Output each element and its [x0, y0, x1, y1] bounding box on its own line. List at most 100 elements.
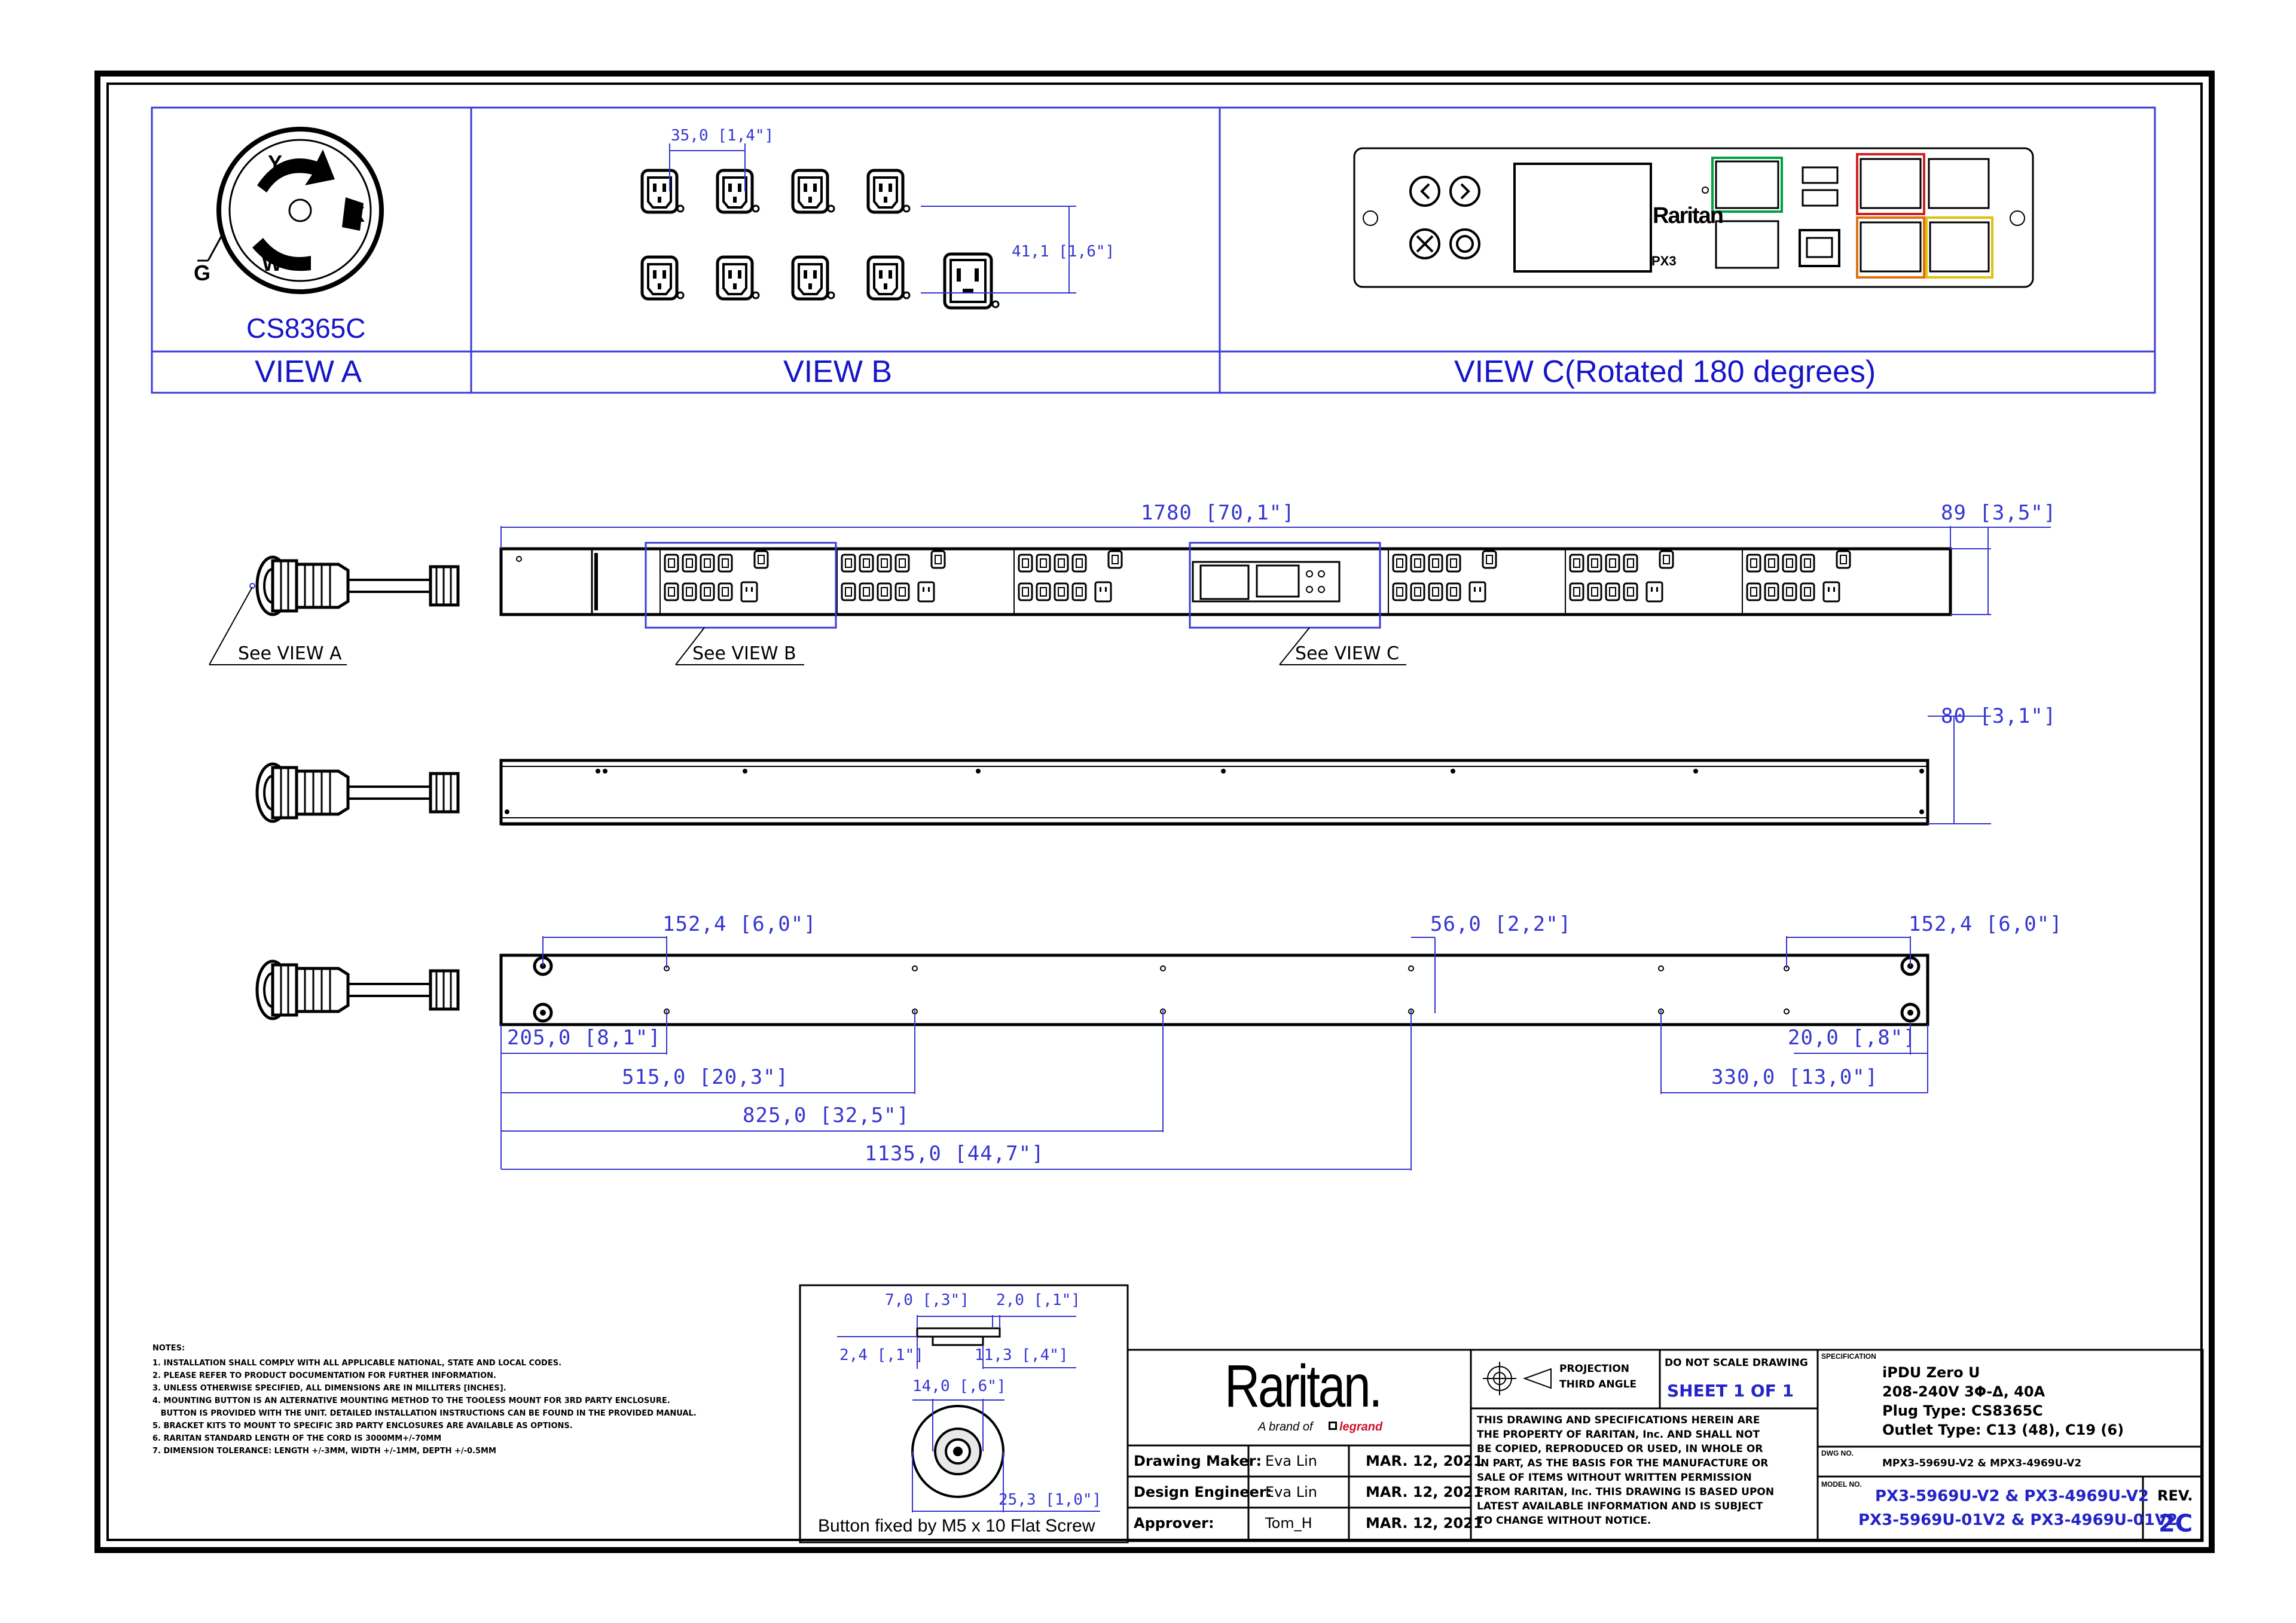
rear-dim-825: 825,0 [32,5"]: [743, 1104, 910, 1127]
disclaimer-line: THIS DRAWING AND SPECIFICATIONS HEREIN A…: [1477, 1414, 1760, 1426]
outlet-bank: [1388, 549, 1497, 615]
dwg-no-label: DWG NO.: [1821, 1449, 1854, 1457]
tagline-prefix: A brand of: [1258, 1420, 1313, 1434]
model-number-line-1: PX3-5969U-V2 & PX3-4969U-V2: [1875, 1487, 2149, 1505]
drawing-border: [106, 82, 2203, 1541]
controller-brand: Raritan: [1653, 203, 1724, 228]
approver-label: Approver:: [1134, 1515, 1214, 1532]
controller-model-mark: PX3: [1651, 253, 1677, 268]
notes-heading: NOTES:: [152, 1344, 185, 1353]
disclaimer-line: FROM RARITAN, Inc. THIS DRAWING IS BASED…: [1477, 1486, 1775, 1498]
button-dim-2: 2,0 [,1"]: [996, 1291, 1080, 1309]
outlet-group-drawing: [642, 143, 1076, 308]
note-item: 7. DIMENSION TOLERANCE: LENGTH +/-3MM, W…: [152, 1447, 496, 1456]
projection-label: PROJECTION: [1559, 1363, 1630, 1375]
rear-dim-515: 515,0 [20,3"]: [622, 1065, 789, 1089]
model-number-line-2: PX3-5969U-01V2 & PX3-4969U-01V2: [1858, 1511, 2178, 1529]
button-dim-7: 7,0 [,3"]: [885, 1291, 969, 1309]
note-item: 2. PLEASE REFER TO PRODUCT DOCUMENTATION…: [152, 1371, 496, 1380]
rear-view-drawing: [257, 936, 1929, 1170]
depth-dimension: 80 [3,1"]: [1941, 704, 2057, 728]
spec-line: iPDU Zero U: [1882, 1364, 1980, 1381]
disclaimer-block: THIS DRAWING AND SPECIFICATIONS HEREIN A…: [1477, 1413, 1818, 1528]
button-dim-2-4: 2,4 [,1"]: [839, 1346, 924, 1364]
note-item: 6. RARITAN STANDARD LENGTH OF THE CORD I…: [152, 1434, 442, 1443]
revision-label: REV.: [2157, 1487, 2193, 1504]
approver-date: MAR. 12, 2021: [1366, 1515, 1483, 1532]
view-b-title: VIEW B: [783, 354, 893, 389]
approver-name: Tom_H: [1265, 1515, 1312, 1532]
callout-view-a: See VIEW A: [238, 643, 342, 664]
rear-dim-20: 20,0 [,8"]: [1788, 1026, 1916, 1050]
spec-line: Plug Type: CS8365C: [1882, 1402, 2043, 1419]
pin-g-label: G: [194, 261, 211, 285]
note-item: 3. UNLESS OTHERWISE SPECIFIED, ALL DIMEN…: [152, 1384, 506, 1393]
disclaimer-line: LATEST AVAILABLE INFORMATION AND IS SUBJ…: [1477, 1500, 1763, 1512]
third-angle-label: THIRD ANGLE: [1559, 1379, 1637, 1390]
model-no-label: MODEL NO.: [1821, 1480, 1862, 1488]
front-view-drawing: [209, 526, 2051, 665]
specification-block: iPDU Zero U 208-240V 3Φ-Δ, 40A Plug Type…: [1882, 1363, 2124, 1439]
callout-view-b: See VIEW B: [692, 643, 796, 664]
disclaimer-line: THE PROPERTY OF RARITAN, Inc. AND SHALL …: [1477, 1429, 1760, 1441]
disclaimer-line: SALE OF ITEMS WITHOUT WRITTEN PERMISSION: [1477, 1472, 1752, 1484]
pin-w-label: W: [262, 251, 282, 276]
outlet-bank: [660, 549, 769, 615]
title-block-grid: [1126, 1349, 2204, 1542]
projection-symbol: [1483, 1362, 1552, 1395]
do-not-scale-label: DO NOT SCALE DRAWING: [1665, 1357, 1808, 1369]
drawing-maker-label: Drawing Maker:: [1134, 1453, 1262, 1469]
button-caption: Button fixed by M5 x 10 Flat Screw: [818, 1516, 1095, 1536]
controller-panel-drawing: [1353, 147, 2034, 288]
notes-block: NOTES: 1. INSTALLATION SHALL COMPLY WITH…: [152, 1344, 786, 1456]
note-item: 1. INSTALLATION SHALL COMPLY WITH ALL AP…: [152, 1359, 562, 1368]
design-engineer-date: MAR. 12, 2021: [1366, 1484, 1483, 1500]
side-view-drawing: [257, 716, 1991, 826]
sheet-number: SHEET 1 OF 1: [1667, 1381, 1794, 1401]
outlet-bank: [1013, 549, 1123, 615]
button-dim-25-3: 25,3 [1,0"]: [999, 1491, 1102, 1509]
length-dimension: 1780 [70,1"]: [1141, 501, 1295, 525]
specification-label: SPECIFICATION: [1821, 1352, 1876, 1361]
legrand-mark: [1329, 1422, 1337, 1430]
rear-dim-205: 205,0 [8,1"]: [507, 1026, 661, 1050]
outlet-bank: [836, 549, 946, 615]
drawing-maker-date: MAR. 12, 2021: [1366, 1453, 1483, 1469]
disclaimer-line: IN PART, AS THE BASIS FOR THE MANUFACTUR…: [1477, 1457, 1769, 1469]
spec-line: Outlet Type: C13 (48), C19 (6): [1882, 1422, 2124, 1438]
dwg-number: MPX3-5969U-V2 & MPX3-4969U-V2: [1882, 1457, 2082, 1469]
rear-dim-1135: 1135,0 [44,7"]: [865, 1142, 1045, 1166]
disclaimer-line: BE COPIED, REPRODUCED OR USED, IN WHOLE …: [1477, 1443, 1763, 1455]
spec-line: 208-240V 3Φ-Δ, 40A: [1882, 1383, 2045, 1400]
rear-dim-330: 330,0 [13,0"]: [1711, 1065, 1879, 1089]
design-engineer-label: Design Engineer:: [1134, 1484, 1272, 1500]
outlet-pitch-dimension: 35,0 [1,4"]: [671, 127, 774, 145]
note-item: BUTTON IS PROVIDED WITH THE UNIT. DETAIL…: [152, 1409, 697, 1418]
design-engineer-name: Eva Lin: [1265, 1484, 1317, 1500]
legrand-logo: legrand: [1339, 1420, 1383, 1434]
note-item: 5. BRACKET KITS TO MOUNT TO SPECIFIC 3RD…: [152, 1422, 573, 1431]
drawing-maker-name: Eva Lin: [1265, 1453, 1317, 1469]
plug-face-drawing: [197, 127, 384, 294]
view-a-title: VIEW A: [255, 354, 362, 389]
rear-dim-right-top: 152,4 [6,0"]: [1909, 912, 2063, 936]
rear-dim-left-top: 152,4 [6,0"]: [662, 912, 817, 936]
disclaimer-line: TO CHANGE WITHOUT NOTICE.: [1477, 1515, 1651, 1527]
callout-view-c: See VIEW C: [1295, 643, 1399, 664]
rear-dim-mid-top: 56,0 [2,2"]: [1430, 912, 1572, 936]
raritan-logo: Raritan.: [1225, 1353, 1382, 1420]
outlet-bank: [1742, 549, 1851, 615]
view-c-title: VIEW C(Rotated 180 degrees): [1454, 354, 1876, 389]
button-dim-14: 14,0 [,6"]: [912, 1377, 1006, 1395]
revision-code: 2C: [2158, 1510, 2193, 1538]
width-dimension: 89 [3,5"]: [1941, 501, 2057, 525]
pin-y-label: Y: [268, 151, 283, 175]
outlet-bank: [1565, 549, 1674, 615]
button-dim-11-3: 11,3 [,4"]: [975, 1346, 1068, 1364]
note-item: 4. MOUNTING BUTTON IS AN ALTERNATIVE MOU…: [152, 1396, 670, 1405]
button-detail-drawing: [799, 1284, 1129, 1543]
plug-part-number: CS8365C: [246, 313, 366, 344]
outlet-row-dimension: 41,1 [1,6"]: [1012, 243, 1115, 261]
pin-x-label: X: [350, 202, 365, 227]
